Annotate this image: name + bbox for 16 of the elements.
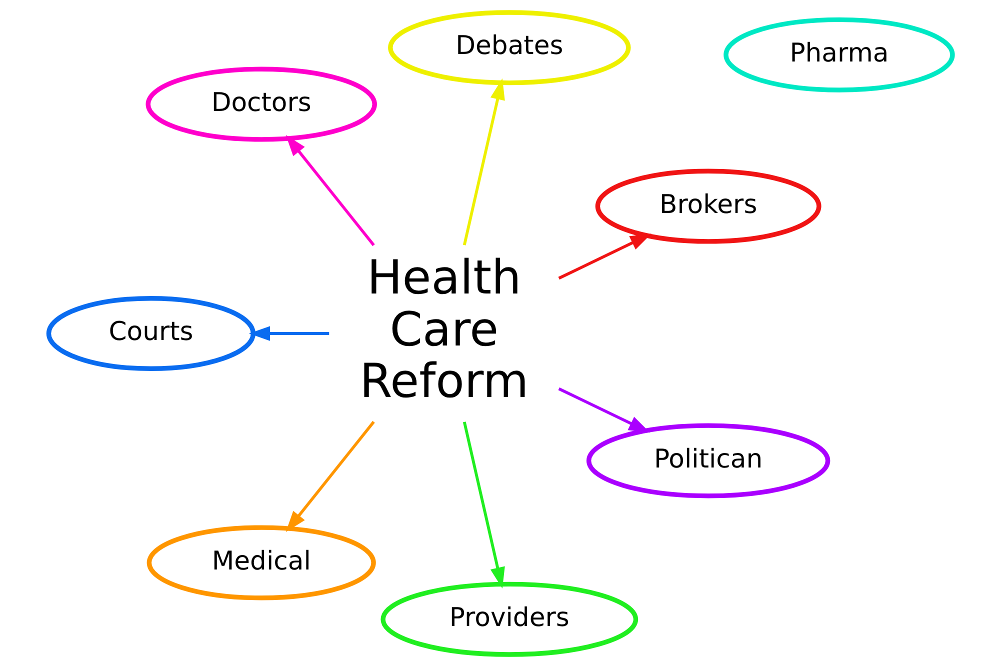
arrow [285,134,374,246]
arrow [558,387,650,433]
node-ellipse: Courts [46,296,256,371]
arrow [462,78,504,246]
node-ellipse: Pharma [723,17,954,92]
node-text: Health Care Reform [359,250,528,409]
arrow [558,234,651,280]
arrow [462,422,504,589]
node-ellipse: Medical [146,525,376,600]
node-ellipse: Doctors [145,66,376,142]
arrow [285,420,374,532]
node-ellipse: Debates [388,10,630,86]
node-ellipse: Providers [380,582,638,657]
node-ellipse: Politican [586,423,830,498]
arrow [248,326,329,341]
node-ellipse: Brokers [594,168,821,244]
